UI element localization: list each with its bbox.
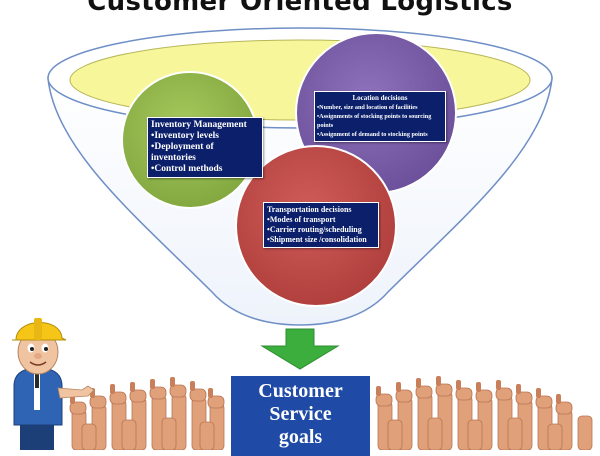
location-list: Number, size and location of facilities … [317,103,443,139]
inventory-item: Control methods [151,164,259,175]
inventory-item: Inventory levels [151,131,259,142]
location-heading: Location decisions [352,94,408,102]
location-item: Assignment of demand to stocking points [317,130,443,139]
inventory-item: Deployment of inventories [151,142,259,164]
transportation-item: Shipment size /consolidation [267,235,375,245]
thumbs-up-hands-icon [375,376,593,450]
location-item: Number, size and location of facilities [317,103,443,112]
inventory-heading: Inventory Management [151,120,247,130]
transportation-label: Transportation decisions Modes of transp… [263,202,379,248]
transportation-heading: Transportation decisions [267,205,352,214]
transportation-list: Modes of transport Carrier routing/sched… [267,215,375,245]
customer-service-goals-box: Customer Service goals [231,376,370,456]
location-label: Location decisions Number, size and loca… [314,91,446,142]
goal-line: Service [269,403,332,425]
down-arrow-icon [260,328,340,370]
location-item: Assignments of stocking points to sourci… [317,112,443,130]
transportation-item: Carrier routing/scheduling [267,225,375,235]
transportation-item: Modes of transport [267,215,375,225]
construction-worker-icon [12,318,95,450]
inventory-list: Inventory levels Deployment of inventori… [151,131,259,175]
thumbs-up-hands-icon [69,377,225,450]
goal-line: Customer [258,380,343,402]
goal-line: goals [278,426,323,448]
inventory-label: Inventory Management Inventory levels De… [147,117,263,178]
page-title: Customer Oriented Logistics [87,0,513,17]
